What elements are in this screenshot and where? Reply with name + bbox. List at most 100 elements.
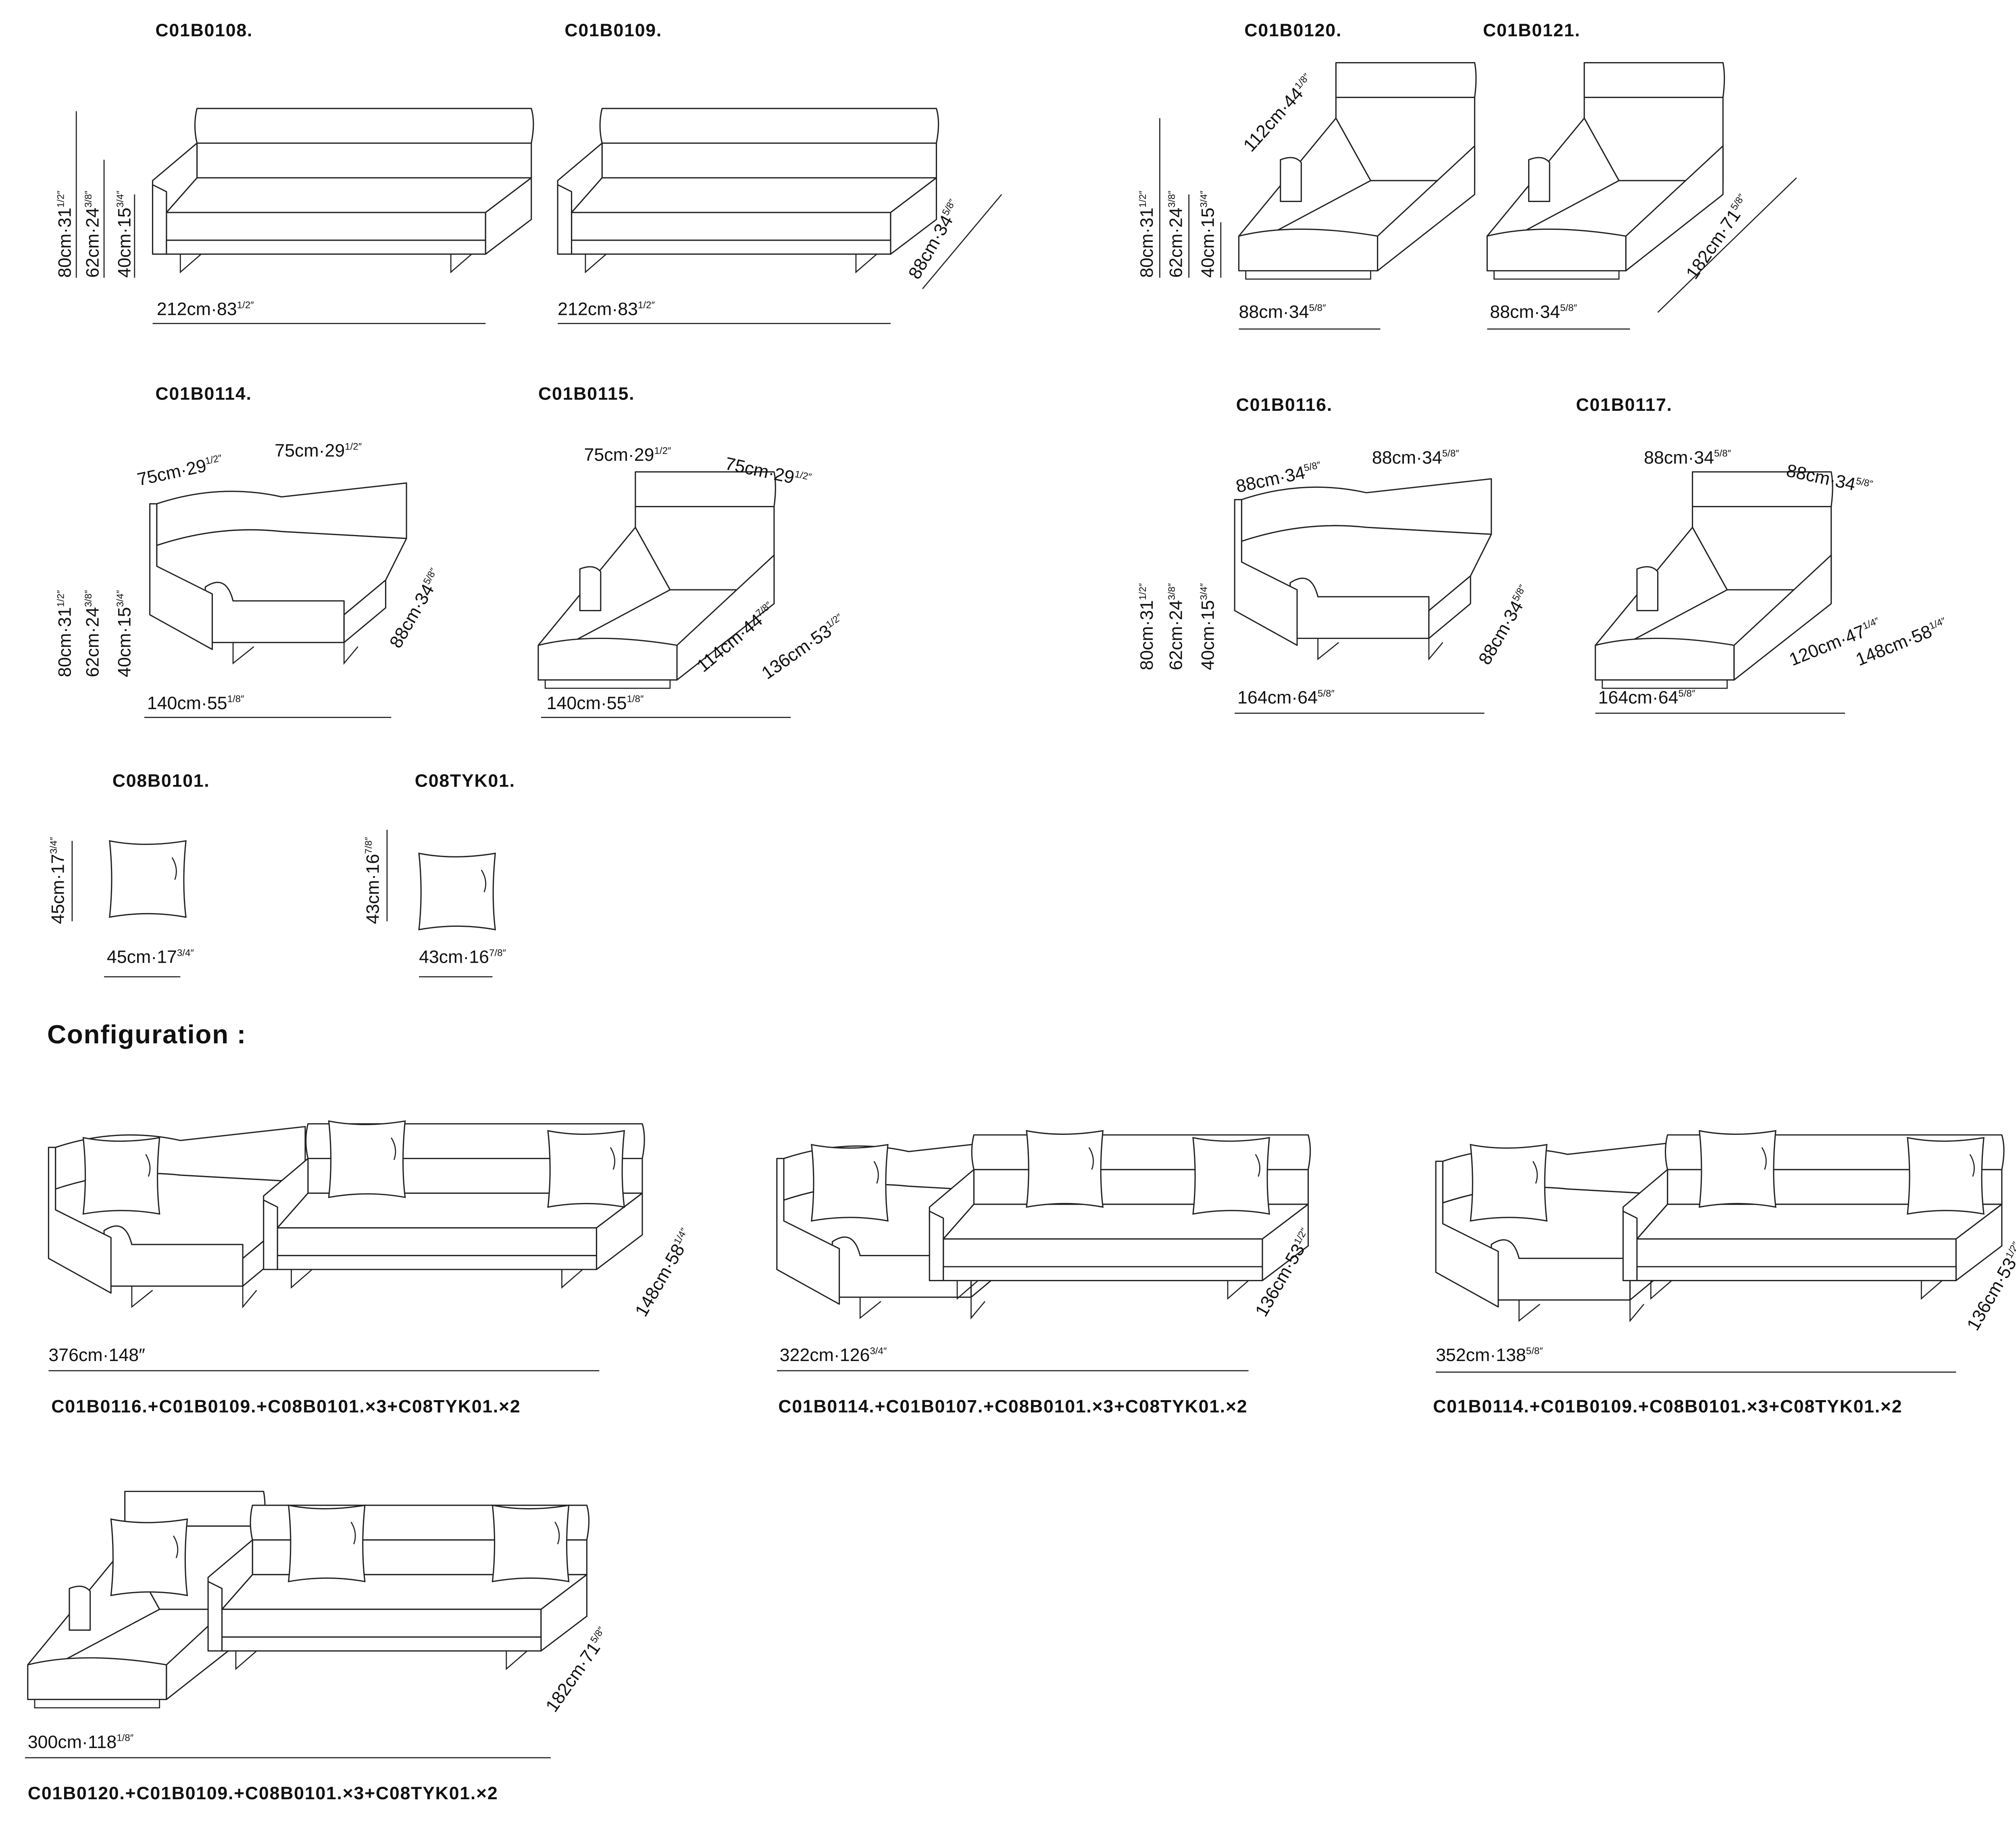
svg-text:80cm·311/2″: 80cm·311/2″ xyxy=(1137,583,1157,670)
svg-text:80cm·311/2″: 80cm·311/2″ xyxy=(1137,190,1157,277)
svg-text:40cm·153/4″: 40cm·153/4″ xyxy=(1198,190,1218,277)
product-c01b0121: C01B0121. 88cm·345/8″ 182cm·715/8″ xyxy=(1483,21,1797,330)
pillow-drawing xyxy=(110,1518,188,1596)
pillow-drawing xyxy=(1907,1137,1985,1215)
pillow-drawing xyxy=(82,1137,160,1215)
product-code: C01B0114. xyxy=(155,384,252,404)
configuration-label: C01B0120.+C01B0109.+C08B0101.×3+C08TYK01… xyxy=(28,1784,498,1803)
chaise-drawing xyxy=(1238,62,1477,280)
configuration-label: C01B0114.+C01B0107.+C08B0101.×3+C08TYK01… xyxy=(778,1397,1248,1416)
depth-label: 88cm·345/8″ xyxy=(386,566,447,651)
product-c01b0115: C01B0115. 75cm·291/2″ 75cm·291/2″ 114cm·… xyxy=(537,384,849,718)
configuration-title: Configuration : xyxy=(47,1020,246,1049)
pillow-drawing xyxy=(811,1144,889,1222)
svg-text:62cm·243/8″: 62cm·243/8″ xyxy=(83,190,102,277)
pillow-drawing xyxy=(1699,1130,1776,1208)
product-code: C08TYK01. xyxy=(415,771,515,791)
sofa-drawing xyxy=(152,108,534,273)
svg-text:62cm·243/8″: 62cm·243/8″ xyxy=(1166,583,1186,670)
product-code: C01B0121. xyxy=(1483,21,1581,40)
height-label: 43cm·167/8″ xyxy=(363,837,383,924)
product-c08b0101: C08B0101. 45cm·173/4″ 45cm·173/4″ xyxy=(48,771,210,978)
product-code: C01B0120. xyxy=(1244,21,1342,40)
product-c01b0108: C01B0108. 80cm·311/2″ 62cm·243/8″ 40cm·1… xyxy=(55,21,534,324)
product-c01b0109: C01B0109. 212cm·831/2″ 88cm·345/8″ xyxy=(557,21,1002,324)
width-label: 140cm·551/8″ xyxy=(547,693,644,713)
height-40-label: 40cm·153/4″ xyxy=(115,190,134,277)
depth-label: 88cm·345/8″ xyxy=(1475,583,1536,668)
pillow-drawing xyxy=(547,1130,625,1208)
width-label: 88cm·345/8″ xyxy=(1490,302,1577,322)
svg-text:88cm·345/8″: 88cm·345/8″ xyxy=(386,566,447,651)
side2-label: 75cm·291/2″ xyxy=(275,441,362,461)
pillow-drawing xyxy=(1192,1137,1270,1215)
svg-text:80cm·311/2″: 80cm·311/2″ xyxy=(55,590,75,677)
width-label: 88cm·345/8″ xyxy=(1239,302,1326,322)
pillow-drawing xyxy=(1470,1144,1547,1222)
svg-text:45cm·173/4″: 45cm·173/4″ xyxy=(48,837,68,924)
svg-text:62cm·243/8″: 62cm·243/8″ xyxy=(1166,190,1186,277)
configuration-2: 136cm·531/2″ 322cm·1263/4″ C01B0114.+C01… xyxy=(776,1130,1311,1416)
height-62-label: 62cm·243/8″ xyxy=(83,590,102,677)
product-code: C01B0116. xyxy=(1236,395,1333,415)
height-62-label: 62cm·243/8″ xyxy=(83,190,102,277)
svg-text:136cm·531/2″: 136cm·531/2″ xyxy=(758,611,849,683)
corner-chaise-drawing xyxy=(537,471,776,689)
width-label: 300cm·1181/8″ xyxy=(28,1732,134,1752)
sofa-drawing xyxy=(557,108,939,273)
width-label: 352cm·1385/8″ xyxy=(1436,1345,1543,1365)
configuration-1: 148cm·581/4″ 376cm·148″ C01B0116.+C01B01… xyxy=(48,1120,690,1416)
side1-label: 88cm·345/8″ xyxy=(1644,448,1731,468)
height-40-label: 40cm·153/4″ xyxy=(1198,583,1218,670)
chaise-drawing xyxy=(1486,62,1725,280)
svg-text:40cm·153/4″: 40cm·153/4″ xyxy=(115,590,134,677)
height-40-label: 40cm·153/4″ xyxy=(115,590,134,677)
width-label: 164cm·645/8″ xyxy=(1237,688,1335,708)
svg-text:88cm·345/8″: 88cm·345/8″ xyxy=(1475,583,1536,668)
height-80-label: 80cm·311/2″ xyxy=(55,590,75,677)
pillow-drawing xyxy=(288,1505,366,1582)
svg-text:62cm·243/8″: 62cm·243/8″ xyxy=(83,590,102,677)
product-code: C01B0117. xyxy=(1576,395,1672,415)
svg-text:80cm·311/2″: 80cm·311/2″ xyxy=(55,190,75,277)
width-label: 45cm·173/4″ xyxy=(107,947,194,967)
depth2-label: 136cm·531/2″ xyxy=(758,611,849,683)
pillow-drawing xyxy=(418,853,496,930)
product-c01b0117: C01B0117. 88cm·345/8″ 88cm·345/8″ 120cm·… xyxy=(1576,395,1947,714)
configuration-3: 136cm·531/2″ 352cm·1385/8″ C01B0114.+C01… xyxy=(1433,1130,2016,1416)
corner-drawing xyxy=(1234,478,1492,660)
product-code: C01B0108. xyxy=(155,21,253,40)
pillow-drawing xyxy=(109,840,187,918)
svg-text:40cm·153/4″: 40cm·153/4″ xyxy=(1198,583,1218,670)
height-80-label: 80cm·311/2″ xyxy=(1137,583,1157,670)
product-c08tyk01: C08TYK01. 43cm·167/8″ 43cm·167/8″ xyxy=(363,771,515,978)
height-40-label: 40cm·153/4″ xyxy=(1198,190,1218,277)
width-label: 212cm·831/2″ xyxy=(157,300,254,319)
product-c01b0120: C01B0120. 80cm·311/2″ 62cm·243/8″ 40cm·1… xyxy=(1137,21,1477,330)
side2-label: 88cm·345/8″ xyxy=(1372,448,1459,468)
height-80-label: 80cm·311/2″ xyxy=(1137,190,1157,277)
pillow-drawing xyxy=(492,1505,570,1582)
svg-text:43cm·167/8″: 43cm·167/8″ xyxy=(363,837,383,924)
width-label: 322cm·1263/4″ xyxy=(780,1345,887,1365)
width-label: 43cm·167/8″ xyxy=(419,947,506,967)
height-80-label: 80cm·311/2″ xyxy=(55,190,75,277)
svg-text:112cm·441/8″: 112cm·441/8″ xyxy=(1239,71,1318,156)
depth-label: 148cm·581/4″ xyxy=(631,1226,690,1320)
height-62-label: 62cm·243/8″ xyxy=(1166,190,1186,277)
width-label: 164cm·645/8″ xyxy=(1598,688,1695,708)
svg-text:40cm·153/4″: 40cm·153/4″ xyxy=(115,190,134,277)
corner-drawing xyxy=(149,482,407,664)
product-code: C01B0109. xyxy=(564,21,662,40)
side1-label: 75cm·291/2″ xyxy=(584,445,671,465)
product-c01b0116: C01B0116. 80cm·311/2″ 62cm·243/8″ 40cm·1… xyxy=(1137,395,1536,714)
back-length-label: 112cm·441/8″ xyxy=(1239,71,1318,156)
configuration-4: 182cm·715/8″ 300cm·1181/8″ C01B0120.+C01… xyxy=(25,1490,607,1803)
height-label: 45cm·173/4″ xyxy=(48,837,68,924)
product-c01b0114: C01B0114. 80cm·311/2″ 62cm·243/8″ 40cm·1… xyxy=(55,384,447,718)
configuration-label: C01B0114.+C01B0109.+C08B0101.×3+C08TYK01… xyxy=(1433,1397,1902,1416)
width-label: 212cm·831/2″ xyxy=(558,300,655,319)
product-code: C08B0101. xyxy=(112,771,210,791)
height-62-label: 62cm·243/8″ xyxy=(1166,583,1186,670)
